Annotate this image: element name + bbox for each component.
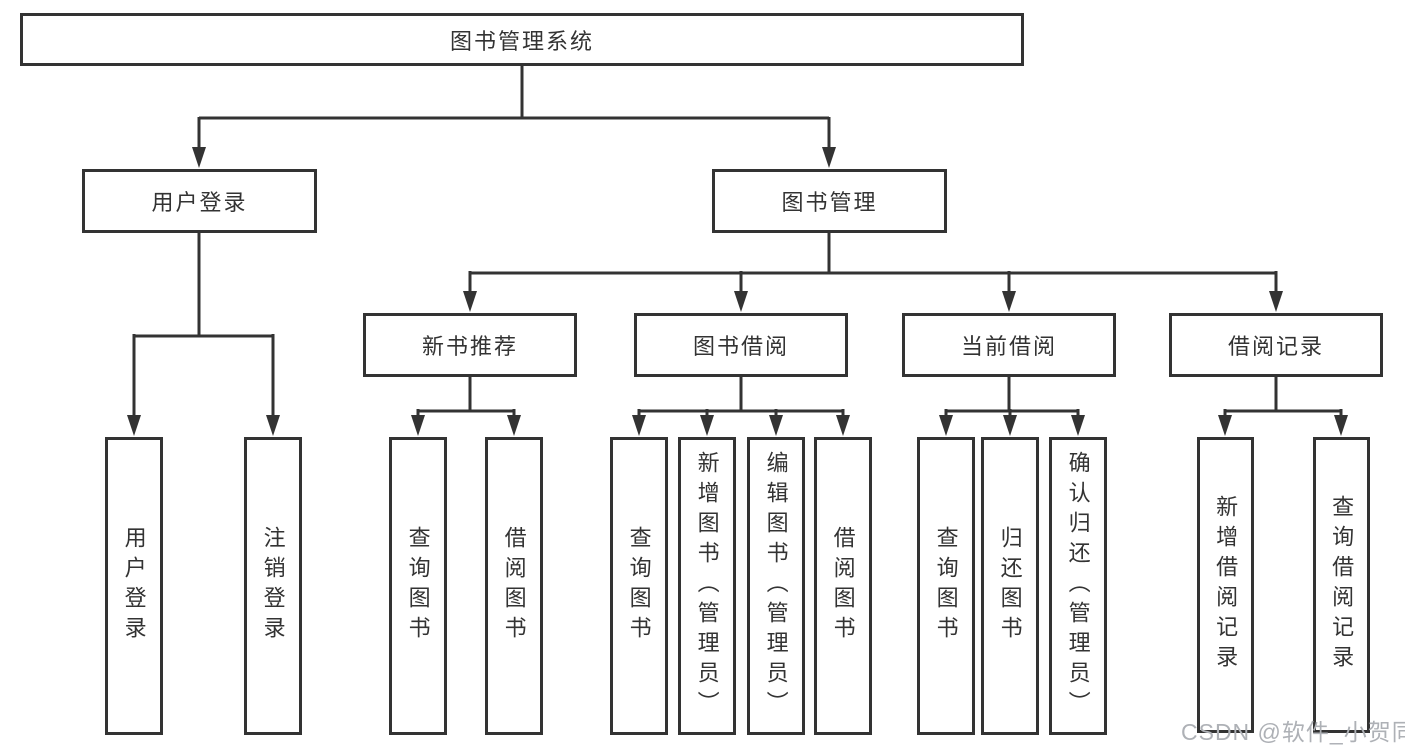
node-label: 用户登录	[151, 190, 248, 215]
node-root-system: 图书管理系统	[20, 13, 1024, 66]
leaf-query-books-recommend: 查询图书	[389, 437, 447, 735]
node-label: 查询图书	[405, 526, 431, 646]
leaf-logout: 注销登录	[244, 437, 302, 735]
leaf-user-login: 用户登录	[105, 437, 163, 735]
node-label: 借阅记录	[1227, 334, 1324, 359]
leaf-borrow-books: 借阅图书	[814, 437, 872, 735]
node-borrow-records: 借阅记录	[1169, 313, 1383, 377]
csdn-watermark: CSDN @软件_小贺同学	[1181, 719, 1405, 745]
leaf-edit-book-admin: 编辑图书（管理员）	[747, 437, 805, 735]
node-current-borrow: 当前借阅	[902, 313, 1116, 377]
node-new-book-recommend: 新书推荐	[363, 313, 577, 377]
node-label: 注销登录	[260, 526, 286, 646]
node-label: 当前借阅	[960, 334, 1057, 359]
node-label: 图书借阅	[692, 334, 789, 359]
leaf-confirm-return-admin: 确认归还（管理员）	[1049, 437, 1107, 735]
node-label: 归还图书	[997, 526, 1023, 646]
leaf-query-books-current: 查询图书	[917, 437, 975, 735]
leaf-add-borrow-record: 新增借阅记录	[1197, 437, 1254, 733]
leaf-add-book-admin: 新增图书（管理员）	[678, 437, 736, 735]
leaf-query-borrow-record: 查询借阅记录	[1313, 437, 1370, 733]
node-label: 新增借阅记录	[1213, 495, 1239, 675]
node-label: 确认归还（管理员）	[1065, 451, 1091, 721]
node-label: 新增图书（管理员）	[694, 451, 720, 721]
node-label: 查询图书	[933, 526, 959, 646]
node-user-login: 用户登录	[82, 169, 317, 233]
node-label: 编辑图书（管理员）	[763, 451, 789, 721]
arrowhead-icons	[127, 147, 1348, 436]
leaf-borrow-books-recommend: 借阅图书	[485, 437, 543, 735]
node-label: 借阅图书	[501, 526, 527, 646]
node-label: 新书推荐	[421, 334, 518, 359]
node-label: 用户登录	[121, 526, 147, 646]
node-label: 查询图书	[626, 526, 652, 646]
node-book-borrow: 图书借阅	[634, 313, 848, 377]
node-book-management: 图书管理	[712, 169, 947, 233]
leaf-query-books-borrow: 查询图书	[610, 437, 668, 735]
node-label: 图书管理系统	[449, 28, 594, 54]
leaf-return-book: 归还图书	[981, 437, 1039, 735]
node-label: 借阅图书	[830, 526, 856, 646]
node-label: 图书管理	[781, 190, 878, 215]
node-label: 查询借阅记录	[1329, 495, 1355, 675]
